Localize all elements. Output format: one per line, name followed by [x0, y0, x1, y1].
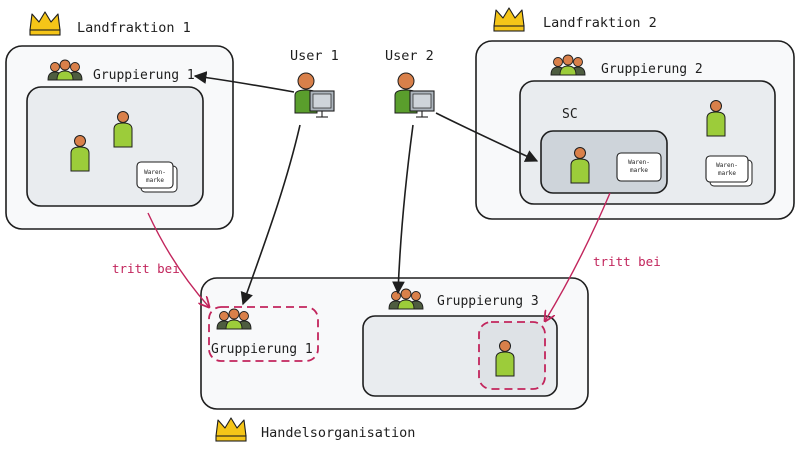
group-2-label: Gruppierung 2	[601, 62, 703, 77]
brand-card: Waren- marke	[616, 152, 662, 182]
user-icon	[294, 72, 335, 118]
joins-left-label: tritt bei	[112, 261, 180, 276]
arrow-user2-to-group3	[392, 124, 414, 295]
group-icon	[388, 288, 424, 310]
user-icon	[394, 72, 435, 118]
group-3-label: Gruppierung 3	[437, 294, 539, 309]
user-1: User 1	[290, 48, 339, 118]
crown-icon	[29, 11, 61, 36]
handelsorganisation: Gruppierung 1 Gruppierung 3 Handelsorgan…	[200, 277, 589, 442]
arrows: tritt bei tritt bei	[112, 71, 661, 321]
arrow-joins-right	[545, 192, 611, 321]
group-icon	[550, 54, 586, 76]
crown-icon	[493, 7, 525, 32]
arrow-user2-to-sc	[435, 112, 539, 162]
group-icon	[47, 59, 83, 81]
brand-label-line2: marke	[146, 177, 164, 184]
brand-label-line2: marke	[718, 170, 736, 177]
group-1-member-frame	[208, 306, 319, 362]
arrow-user1-to-ho-group1	[240, 124, 301, 306]
arrow-user1-to-group1	[193, 71, 295, 93]
crown-icon	[215, 417, 247, 442]
brand-label-line1: Waren-	[628, 159, 650, 166]
group-1-member-label: Gruppierung 1	[211, 342, 313, 357]
brand-card: Waren- marke	[705, 155, 753, 187]
landfraktion-2-title: Landfraktion 2	[543, 15, 657, 31]
landfraktion-1: Landfraktion 1 Gruppierung 1 Waren- mark…	[5, 11, 234, 230]
arrow-joins-left	[147, 212, 209, 307]
group-1-label: Gruppierung 1	[93, 68, 195, 83]
sc-label: SC	[562, 107, 578, 122]
brand-label-line2: marke	[630, 167, 648, 174]
brand-label-line1: Waren-	[716, 162, 738, 169]
landfraktion-2: Landfraktion 2 Gruppierung 2 SC Waren- m…	[475, 7, 795, 220]
handelsorganisation-title: Handelsorganisation	[261, 425, 415, 441]
user-2: User 2	[385, 48, 435, 118]
brand-label-line1: Waren-	[144, 169, 166, 176]
joins-right-label: tritt bei	[593, 254, 661, 269]
user-2-label: User 2	[385, 48, 434, 64]
group-icon	[216, 308, 252, 330]
brand-card: Waren- marke	[136, 161, 178, 193]
user-1-label: User 1	[290, 48, 339, 64]
landfraktion-1-title: Landfraktion 1	[77, 20, 191, 36]
